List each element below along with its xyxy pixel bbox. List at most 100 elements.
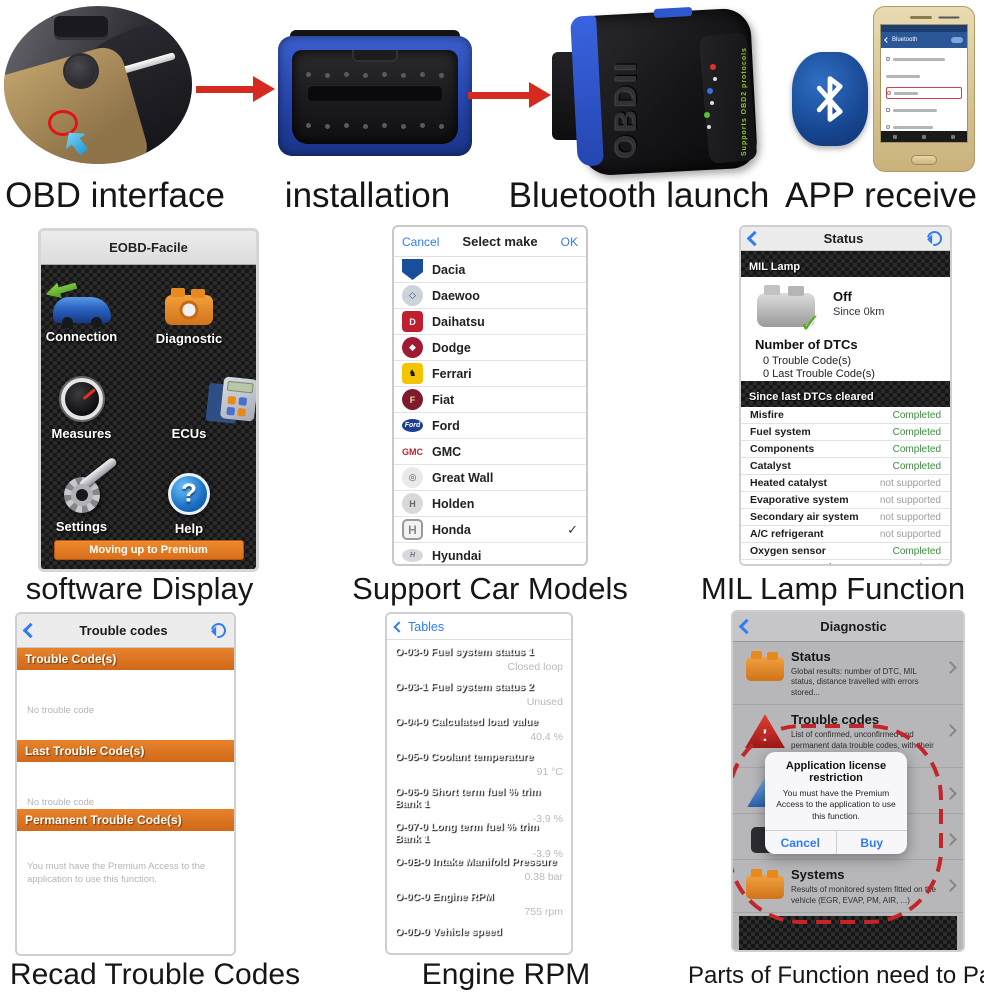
- monitor-row: Misfire Completed: [741, 407, 950, 424]
- car-make-row[interactable]: ♞ Ferrari: [394, 361, 586, 387]
- pid-row[interactable]: O-04-0 Calculated load value 40.4 %: [395, 712, 563, 747]
- phone-nav-bar[interactable]: [881, 131, 967, 142]
- diagnostic-item-texts: Status Global results: number of DTC, MI…: [791, 649, 946, 698]
- pid-value: Unused: [526, 696, 563, 708]
- pid-name: O-04-0 Calculated load value: [395, 716, 538, 728]
- diagnostic-item-desc: Results of monitored system fitted on th…: [791, 885, 936, 905]
- refresh-icon[interactable]: [924, 228, 945, 249]
- pid-row[interactable]: O-0B-0 Intake Manifold Pressure 0.38 bar: [395, 852, 563, 887]
- bluetooth-header-label: Bluetooth: [892, 37, 918, 43]
- car-make-row[interactable]: F Fiat: [394, 387, 586, 413]
- bt-device-icon: [886, 108, 890, 112]
- section-header-bar: Trouble Code(s): [17, 648, 234, 670]
- check-icon: [567, 522, 578, 538]
- monitor-row: A/C refrigerant not supported: [741, 526, 950, 543]
- monitor-status: not supported: [879, 528, 941, 540]
- car-make-row[interactable]: ◇ Daewoo: [394, 283, 586, 309]
- buy-button[interactable]: Buy: [860, 835, 884, 850]
- ok-button[interactable]: OK: [560, 234, 578, 249]
- car-make-row[interactable]: ◎ Great Wall: [394, 465, 586, 491]
- pid-value: -3.9 %: [532, 813, 563, 825]
- bluetooth-logo-icon: [792, 52, 868, 146]
- bluetooth-toggle[interactable]: [951, 37, 963, 43]
- trouble-code-desc: No trouble code: [27, 705, 95, 716]
- app-icon: [63, 477, 100, 513]
- back-chevron-icon[interactable]: [884, 37, 890, 43]
- dialog-title: Application license restriction: [785, 760, 887, 784]
- section-caption: Parts of Function need to Pay: [688, 962, 984, 989]
- trouble-code-value: P0000: [27, 680, 87, 701]
- monitor-row: Evaporative system not supported: [741, 492, 950, 509]
- pid-row[interactable]: O-05-0 Coolant temperature 91 °C: [395, 747, 563, 782]
- car-make-row[interactable]: H Hyundai: [394, 543, 586, 564]
- pid-row[interactable]: O-0D-0 Vehicle speed: [395, 922, 563, 953]
- live-data-tables-screenshot: Tables O-03-0 Fuel system status 1 Close…: [385, 612, 573, 955]
- pid-row[interactable]: O-07-0 Long term fuel % trim Bank 1 -3.9…: [395, 817, 563, 860]
- trouble-codes-screenshot: Trouble codes Trouble Code(s) P0000 No t…: [15, 612, 236, 956]
- dtc-count-line: 0 Trouble Code(s): [763, 355, 852, 367]
- monitor-name: A/C refrigerant: [750, 528, 824, 540]
- scanner-obdii-label: OBDII: [610, 59, 643, 158]
- bt-scan-row[interactable]: [886, 70, 962, 82]
- tables-back-label[interactable]: Tables: [408, 619, 445, 634]
- cancel-button[interactable]: Cancel: [765, 831, 837, 855]
- car-make-row[interactable]: GMC GMC: [394, 439, 586, 465]
- car-brand-logo-icon: H: [402, 549, 423, 562]
- app-shortcut[interactable]: Help: [122, 469, 256, 564]
- app-label: Connection: [45, 329, 118, 344]
- app-label: Help: [174, 521, 204, 536]
- monitor-name: Heated catalyst: [750, 477, 828, 489]
- tables-header: Tables: [387, 614, 571, 640]
- status-title: Status: [823, 231, 864, 246]
- car-make-row[interactable]: D Daihatsu: [394, 309, 586, 335]
- car-make-name: Daewoo: [432, 288, 480, 303]
- pid-row[interactable]: O-06-0 Short term fuel % trim Bank 1 -3.…: [395, 782, 563, 825]
- monitor-name: Secondary air system: [750, 511, 859, 523]
- mil-since: Since 0km: [833, 306, 885, 318]
- cancel-button[interactable]: Cancel: [402, 234, 440, 249]
- car-make-row[interactable]: Ford Ford: [394, 413, 586, 439]
- monitor-name: Oxygen sensor heater: [750, 562, 860, 564]
- app-shortcut[interactable]: Diagnostic: [122, 279, 256, 374]
- diagnostic-menu-item[interactable]: Status Global results: number of DTC, MI…: [733, 642, 963, 706]
- connector-pins: [306, 123, 311, 128]
- car-brand-logo-icon: ◎: [402, 467, 423, 488]
- app-shortcut[interactable]: Measures: [41, 374, 122, 469]
- bt-text-bar: [886, 74, 920, 78]
- bt-device-row-selected[interactable]: [886, 87, 962, 99]
- app-shortcut[interactable]: Settings: [41, 469, 122, 564]
- car-make-list: Dacia ◇ Daewoo D Daihatsu ◆ Dodg: [394, 257, 586, 564]
- license-restriction-dialog: Application license restriction You must…: [765, 752, 907, 855]
- pid-row[interactable]: O-03-1 Fuel system status 2 Unused: [395, 677, 563, 712]
- chevron-right-icon: [944, 661, 957, 674]
- scanner-led-lights: [710, 64, 716, 70]
- dashboard-vent: [54, 16, 108, 40]
- mil-state: Off: [833, 289, 852, 304]
- car-brand-logo-icon: D: [402, 311, 423, 332]
- diagnostic-menu-item[interactable]: Systems Results of monitored system fitt…: [733, 860, 963, 914]
- diagnostic-item-desc: Global results: number of DTC, MIL statu…: [791, 667, 919, 697]
- refresh-icon[interactable]: [208, 620, 229, 641]
- car-make-row[interactable]: Dacia: [394, 257, 586, 283]
- car-make-row[interactable]: H Holden: [394, 491, 586, 517]
- bt-device-row[interactable]: [886, 104, 962, 116]
- car-make-row[interactable]: ◆ Dodge: [394, 335, 586, 361]
- car-brand-logo-icon: GMC: [402, 446, 423, 457]
- monitor-row: Components Completed: [741, 441, 950, 458]
- premium-upgrade-button[interactable]: Moving up to Premium: [53, 540, 244, 560]
- app-shortcut[interactable]: Connection: [41, 279, 122, 374]
- bluetooth-settings-header: Bluetooth: [881, 32, 967, 48]
- bt-device-row[interactable]: [886, 121, 962, 133]
- chevron-right-icon: [944, 833, 957, 847]
- app-shortcut[interactable]: ECUs: [122, 374, 256, 469]
- car-brand-logo-icon: ◇: [402, 285, 423, 306]
- back-chevron-icon[interactable]: [393, 620, 405, 633]
- pid-row[interactable]: O-0C-0 Engine RPM 755 rpm: [395, 887, 563, 922]
- pid-name: O-0C-0 Engine RPM: [395, 891, 494, 903]
- car-make-row[interactable]: H Honda: [394, 517, 586, 543]
- bt-device-row[interactable]: [886, 53, 962, 65]
- phone-home-button[interactable]: [911, 155, 937, 165]
- trouble-code-value: P0000: [27, 772, 87, 793]
- pid-row[interactable]: O-03-0 Fuel system status 1 Closed loop: [395, 642, 563, 677]
- app-grid: Connection Diagnostic Measures E: [41, 265, 256, 564]
